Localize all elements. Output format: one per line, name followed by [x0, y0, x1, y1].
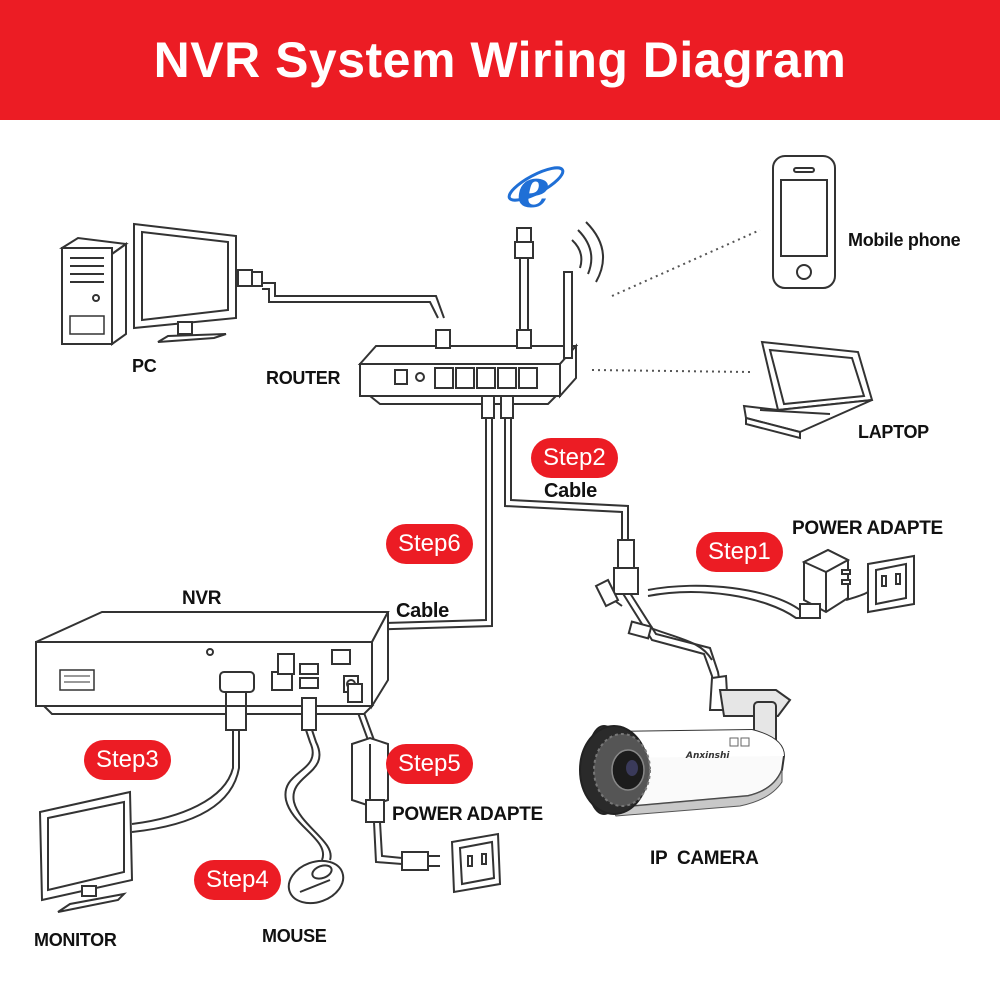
camera-brand-text: Anxinshi — [685, 751, 730, 761]
mobile-phone-icon — [772, 155, 836, 289]
cable-internet-router — [519, 258, 529, 330]
rj45-plug-icon — [237, 269, 263, 287]
rj45-plug-icon — [514, 227, 534, 259]
laptop-icon — [742, 340, 874, 440]
laptop-label: LAPTOP — [858, 422, 929, 442]
nvr-power-adapter-icon — [351, 736, 389, 823]
ip-camera-device: Anxinshi — [579, 674, 792, 817]
cable-label: Cable — [396, 600, 449, 622]
camera-power-adapter-icon — [801, 548, 851, 614]
title-banner: NVR System Wiring Diagram — [0, 0, 1000, 120]
pc-monitor-icon — [133, 222, 237, 343]
step-badge-3: Step3 — [84, 740, 171, 780]
power-adapter-label: POWER ADAPTE — [392, 804, 543, 825]
cable-connector — [594, 539, 821, 640]
monitor-icon — [38, 790, 134, 913]
mouse-icon — [287, 859, 345, 905]
step-badge-2: Step2 — [531, 438, 618, 478]
cable-label: Cable — [544, 480, 597, 502]
wireless-link — [591, 229, 761, 373]
cable-router-camera — [504, 418, 629, 540]
step-badge-4: Step4 — [194, 860, 281, 900]
mobile-phone-label: Mobile phone — [848, 230, 961, 250]
ip-camera-label: IP CAMERA — [650, 848, 759, 869]
power-adapter-label: POWER ADAPTE — [792, 518, 943, 539]
svg-text:e: e — [517, 159, 550, 220]
wall-outlet-icon — [867, 554, 915, 614]
step-badge-6: Step6 — [386, 524, 473, 564]
step-badge-5: Step5 — [386, 744, 473, 784]
step-badge-1: Step1 — [696, 532, 783, 572]
cable-camera-harness — [599, 584, 821, 711]
nvr-device — [35, 611, 390, 731]
cable-nvr-monitor — [131, 730, 240, 833]
cable-nvr-mouse — [284, 729, 332, 861]
internet-browser-icon: e — [507, 159, 565, 220]
power-plug-icon — [401, 851, 440, 871]
mouse-label: MOUSE — [262, 926, 327, 946]
router-device — [357, 271, 579, 419]
wall-outlet-icon — [450, 832, 502, 894]
cable-pc-router — [262, 282, 445, 319]
wifi-signal-icon — [571, 221, 604, 283]
pc-label: PC — [132, 356, 157, 376]
monitor-label: MONITOR — [34, 930, 117, 950]
page-title: NVR System Wiring Diagram — [153, 32, 847, 88]
vga-connector — [225, 705, 247, 731]
pc-tower-icon — [59, 236, 129, 346]
nvr-label: NVR — [182, 588, 222, 609]
router-label: ROUTER — [266, 368, 341, 388]
